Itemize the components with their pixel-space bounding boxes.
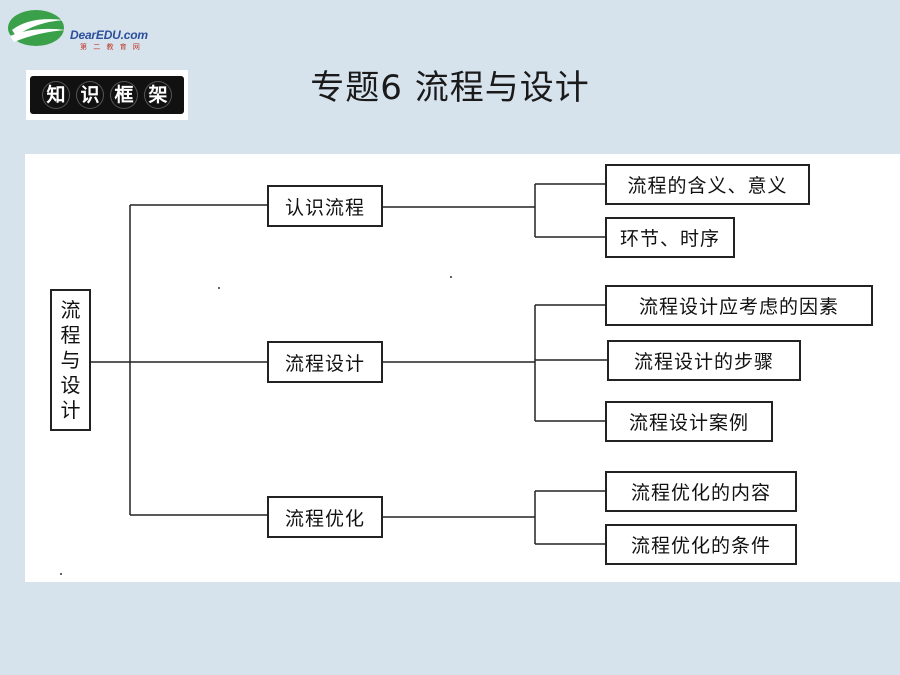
page-title: 专题6 流程与设计 xyxy=(310,68,590,108)
logo-swoosh-icon xyxy=(8,10,66,46)
knowledge-framework-diagram: 流 程 与 设 计 认识流程 流程设计 流程优化 流程的含义、意义 环节、时序 … xyxy=(25,154,900,582)
badge-bar: 知 识 框 架 xyxy=(30,76,184,114)
leaf-node-design-steps: 流程设计的步骤 xyxy=(607,340,801,381)
badge-char: 框 xyxy=(110,81,138,109)
badge-char: 架 xyxy=(144,81,172,109)
leaf-node-optimization-content: 流程优化的内容 xyxy=(605,471,797,512)
branch-node-process-optimization: 流程优化 xyxy=(267,496,383,538)
root-char: 程 xyxy=(60,322,81,347)
badge-char: 识 xyxy=(76,81,104,109)
root-char: 与 xyxy=(60,347,81,372)
root-char: 流 xyxy=(60,297,81,322)
root-node: 流 程 与 设 计 xyxy=(50,289,91,431)
branch-node-process-design: 流程设计 xyxy=(267,341,383,383)
connector-lines xyxy=(60,183,607,575)
branch-node-understand-process: 认识流程 xyxy=(267,185,383,227)
root-char: 设 xyxy=(60,372,81,397)
leaf-node-optimization-conditions: 流程优化的条件 xyxy=(605,524,797,565)
leaf-node-design-factors: 流程设计应考虑的因素 xyxy=(605,285,873,326)
leaf-node-design-cases: 流程设计案例 xyxy=(605,401,773,442)
root-char: 计 xyxy=(60,397,81,422)
leaf-node-stage-sequence: 环节、时序 xyxy=(605,217,735,258)
logo-brand-text: DearEDU.com xyxy=(70,28,148,42)
logo-sub-text: 第 二 教 育 网 xyxy=(80,43,142,51)
section-badge: 知 识 框 架 xyxy=(26,70,188,120)
leaf-node-meaning-significance: 流程的含义、意义 xyxy=(605,164,810,205)
badge-char: 知 xyxy=(42,81,70,109)
site-logo: DearEDU.com 第 二 教 育 网 xyxy=(6,6,166,56)
